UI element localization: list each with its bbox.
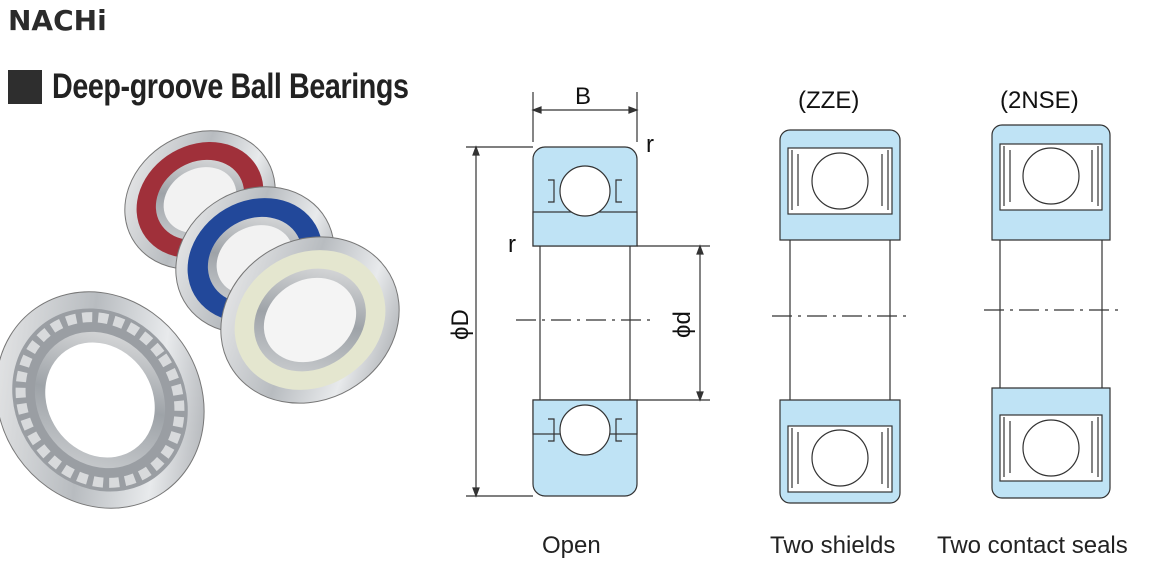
zze-code-label: (ZZE) (798, 87, 859, 114)
outer-diameter-label: ϕD (447, 309, 474, 340)
open-bearing-section (466, 92, 710, 498)
caption-two-shields: Two shields (770, 532, 896, 559)
shielded-bearing (220, 236, 400, 404)
heading-square-icon (8, 70, 42, 104)
bearing-cross-section-diagram: B r r ϕD ϕd (ZZE) (2NSE) (447, 83, 1118, 504)
section-heading: Deep-groove Ball Bearings (8, 66, 487, 108)
nachi-logo: NACHi (8, 4, 107, 37)
width-label-b: B (575, 83, 591, 110)
inner-diameter-label: ϕd (669, 311, 696, 338)
radius-label-top: r (646, 131, 654, 158)
caption-open: Open (542, 532, 601, 559)
page-title: Deep-groove Ball Bearings (52, 67, 409, 106)
open-bearing (0, 291, 205, 509)
bearing-product-photo (0, 130, 400, 509)
two-seals-section (984, 124, 1118, 499)
radius-label-side: r (508, 231, 516, 258)
two-shields-section (772, 129, 908, 504)
2nse-code-label: (2NSE) (1000, 87, 1079, 114)
caption-two-contact-seals: Two contact seals (937, 532, 1128, 559)
